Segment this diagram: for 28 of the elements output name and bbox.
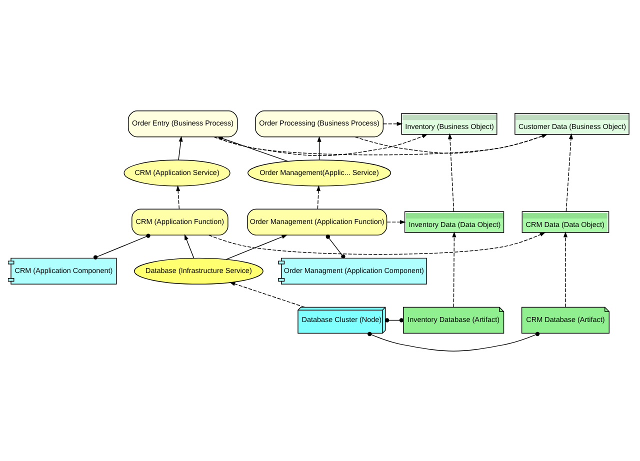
arrow <box>214 134 548 155</box>
arrow <box>382 121 403 126</box>
node-box: Order Management (Application Function) <box>247 208 388 235</box>
arrow <box>178 135 183 160</box>
node-ellipse: CRM (Application Service) <box>124 159 230 186</box>
arrow <box>566 132 574 212</box>
connector <box>326 234 346 258</box>
node-ellipse: Order Management(Applic... Service) <box>248 159 392 186</box>
connector <box>368 331 540 351</box>
node-box: Order Entry (Business Process) <box>128 110 238 137</box>
arrow <box>214 134 428 156</box>
arrow <box>208 232 546 254</box>
arrow <box>226 234 288 260</box>
node-box: CRM (Application Function) <box>132 208 228 235</box>
connector <box>93 233 150 259</box>
arrow <box>316 184 320 209</box>
arrow <box>176 184 180 209</box>
arrow <box>563 230 568 307</box>
arrow <box>448 132 454 212</box>
connector <box>385 318 404 322</box>
arrow <box>184 234 194 258</box>
arrow <box>317 136 322 160</box>
arrow <box>217 136 288 162</box>
arrow <box>229 282 306 308</box>
arrow <box>386 220 406 224</box>
node-box: Order Processing (Business Process) <box>255 110 384 137</box>
arrow <box>452 230 456 307</box>
arrow <box>354 134 548 154</box>
